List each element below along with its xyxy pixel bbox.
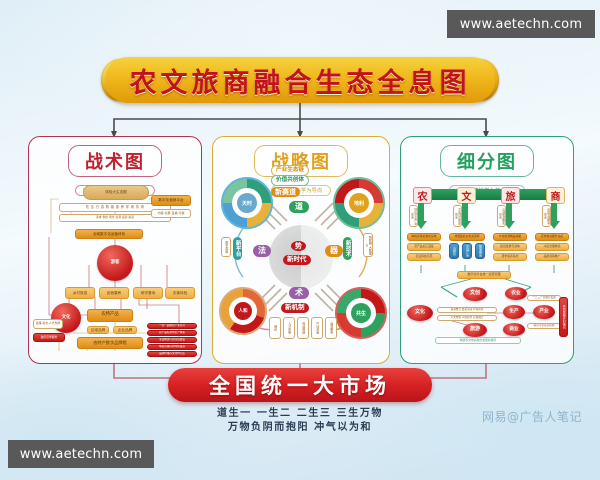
tactical-node-farm-product: 农特产品 [87,309,133,322]
strategic-label-shi: 势 [291,241,306,252]
strategic-wheel-bottom-left: 人和 [219,287,267,335]
strategic-chip: 利益联结 [297,317,309,339]
segment-outcome-industry: 产业 [533,305,555,319]
segment-side-note: 现代农业产业体系 [409,205,418,227]
segment-box: 非遗民俗文化资源库 [449,233,485,241]
tactical-node-digital-platform: 数字化营销平台 [151,195,191,206]
segment-box: 民宿集群与营地 [493,243,527,251]
tactical-hub-tourist-label: 游客 [110,260,120,266]
tactical-node-gov: 政府引导服务 [33,333,65,342]
strategic-chip: 物联网·大数据·AI [363,233,373,257]
strategic-chip: 组织 [269,317,281,339]
tactical-list-item: 农产品标准化生产体系 [147,330,197,336]
segment-box: 数字藏品 [475,243,485,259]
tactical-list-item: 一村一品特色产业培育 [147,323,197,329]
segment-outcome-wenchuang: 文创 [463,287,487,301]
tactical-node-experience-strip: 吃 住 行 游 购 娱 康 养 学 闲 情 奇 [59,203,171,212]
segment-box: 品牌营销推广 [535,253,569,261]
segment-outcome-tourism: 旅游 [463,323,487,337]
panel-tactical-title: 战术图 [68,145,162,177]
segment-box: IP孵化 [449,243,459,259]
strategic-label-platform: 新平台 [233,237,242,260]
segment-box: 文创产品 [462,243,472,259]
segment-outcome-commerce: 商业 [503,323,525,336]
watermark-bottom: www.aetechn.com [8,440,154,468]
tactical-node-platform-sub: 内容 社群 直播 分销 [151,209,191,218]
strategic-chip: 人才机制 [283,317,295,339]
strategic-wheel-bottom-right: 共生 [335,287,387,339]
title-plate [105,57,495,103]
segment-box: 农业科技示范 [407,253,441,261]
tactical-hub-culture-label: 文化 [61,315,71,321]
segment-cap-agriculture: 农 [413,187,432,204]
strategic-chip: 数字底座 [221,237,231,257]
segment-outcome-culture: 文化 [407,305,433,321]
strategic-label-shu: 术 [289,287,309,299]
bottom-banner[interactable]: 全国统一大市场 [168,368,432,402]
tactical-node-farm-exp: 农事体验 [165,287,195,299]
panel-segment[interactable]: 细分图 以技术营销学为核心理论 农 文 旅 商 [400,136,574,364]
segment-box: 研学康养基地 [493,253,527,261]
segment-link-note: 资源整合·要素流动·价值转化 [437,307,497,313]
strategic-label-new-track: 新赛道 [271,187,300,198]
segment-box: 冷链仓储物流 [535,243,569,251]
segment-box: 农产品加工园区 [407,243,441,251]
tactical-list-item: 电商直播与新零售渠道 [147,344,197,350]
strategic-label-qi: 器 [325,245,343,257]
segment-side-note: 全域旅游服务体系 [497,205,506,227]
segment-link-note: 一二三产业融合发展 [527,295,561,301]
verse-line-2: 万物负阴而抱阳 冲气以为和 [227,422,373,433]
tactical-node-strip-sub: 需求 供给 场景 资源 运营 渠道 [59,214,171,222]
segment-side-note: 文化创意赋能体系 [453,205,462,227]
tactical-node-policy: 政策·资金·人才支撑 [33,319,63,329]
strategic-label-track-b: 价值共创体 [271,175,309,186]
strategic-wheel-top-right: 地利 [333,177,385,229]
strategic-label-fa: 法 [253,245,271,257]
tactical-list-item: 品牌传播与文化IP打造 [147,351,197,357]
segment-cap-tourism: 旅 [501,187,520,204]
segment-box: 种植养殖标准化基地 [407,233,441,241]
tactical-node-brand-b: 企业品牌 [113,326,137,334]
strategic-chip: 产业基金 [311,317,323,339]
segment-footnote: 构建农文旅商融合发展新格局 [435,337,521,344]
bottom-banner-text: 全国统一大市场 [209,374,391,398]
segment-link-note: 联农带农富农机制 [527,323,561,329]
verse-line-1: 道生一 一生二 二生三 三生万物 [216,408,384,419]
segment-box-integration: 数字化平台统一运营管理 [457,271,511,279]
segment-outcome-agriculture: 农业 [505,287,527,300]
tactical-node-channel: 全域数字化运营体系 [75,229,143,239]
panel-strategic[interactable]: 战略图 以天道心学为导向 [212,136,390,364]
credit-text: 网易@广告人笔记 [482,410,583,424]
tactical-node-homestay: 民宿康养 [99,287,129,299]
tactical-list-item: 冷链物流与供应链建设 [147,337,197,343]
main-title-text: 农文旅商融合生态全息图 [129,67,471,99]
segment-top-bar [413,189,563,200]
tactical-hub-tourist: 游客 [97,245,133,281]
strategic-chip: 运营服务 [325,317,337,339]
segment-link-note: 以文塑旅·以旅彰文·农旅融合 [437,315,497,321]
segment-side-note: 商贸流通数字体系 [542,205,551,227]
segment-outcome-production: 生产 [503,305,525,319]
main-title: 农文旅商融合生态全息图 [101,57,500,103]
tactical-node-ecosystem: 体验大生态圈 [83,185,149,200]
segment-right-strip: 共同富裕乡村振兴 [559,297,568,337]
strategic-label-mechanism: 新机制 [281,303,309,313]
strategic-wheel-top-left: 天时 [221,177,273,229]
watermark-top: www.aetechn.com [447,10,595,38]
segment-box: 农村电商服务站点 [535,233,569,241]
tactical-node-study-base: 研学基地 [133,287,163,299]
strategic-label-tech: 新技术 [343,237,352,260]
strategic-label-era: 新时代 [283,255,311,265]
strategic-label-tao: 道 [289,201,309,213]
tactical-node-digital-pavilion: 农特产数字品牌馆 [77,337,143,349]
segment-box: 乡村旅游精品线路 [493,233,527,241]
tactical-node-brand-a: 区域品牌 [87,326,109,334]
panel-tactical[interactable]: 战术图 以体验客大生态系统为基础 体验大生态圈 吃 住 行 游 购 娱 康 养 … [28,136,202,364]
tactical-node-rural-tour: 乡村旅游 [65,287,95,299]
